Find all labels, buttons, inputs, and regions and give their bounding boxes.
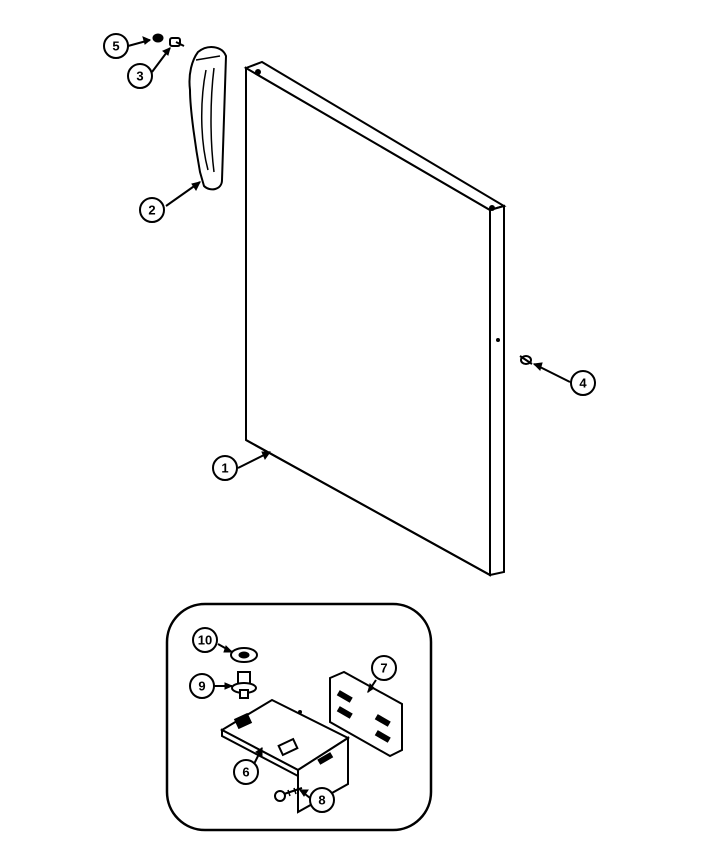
callout-6: 6 xyxy=(233,759,259,785)
leader-lines xyxy=(127,36,571,469)
callout-3: 3 xyxy=(127,63,153,89)
callout-10: 10 xyxy=(192,627,218,653)
callout-9-label: 9 xyxy=(198,679,205,694)
callout-7-label: 7 xyxy=(380,661,387,676)
callout-10-label: 10 xyxy=(198,633,212,648)
hinge-pin xyxy=(231,671,257,699)
plug-button xyxy=(152,33,164,43)
hinge-screw xyxy=(274,787,303,802)
callout-4: 4 xyxy=(570,370,596,396)
door-handle xyxy=(188,46,228,191)
washer xyxy=(230,647,258,663)
side-plug xyxy=(519,355,533,365)
callout-2: 2 xyxy=(139,197,165,223)
callout-2-label: 2 xyxy=(148,203,155,218)
callout-9: 9 xyxy=(189,673,215,699)
detail-leader-lines xyxy=(214,643,377,799)
callout-5-label: 5 xyxy=(112,39,119,54)
callout-3-label: 3 xyxy=(136,69,143,84)
callout-8-label: 8 xyxy=(318,793,325,808)
callout-1: 1 xyxy=(212,455,238,481)
callout-5: 5 xyxy=(103,33,129,59)
shim-plate xyxy=(329,670,403,758)
handle-screw xyxy=(169,37,185,47)
callout-4-label: 4 xyxy=(579,376,587,391)
callout-8: 8 xyxy=(309,787,335,813)
callout-7: 7 xyxy=(371,655,397,681)
callout-6-label: 6 xyxy=(242,765,249,780)
callout-1-label: 1 xyxy=(221,461,228,476)
door-panel xyxy=(243,60,507,577)
